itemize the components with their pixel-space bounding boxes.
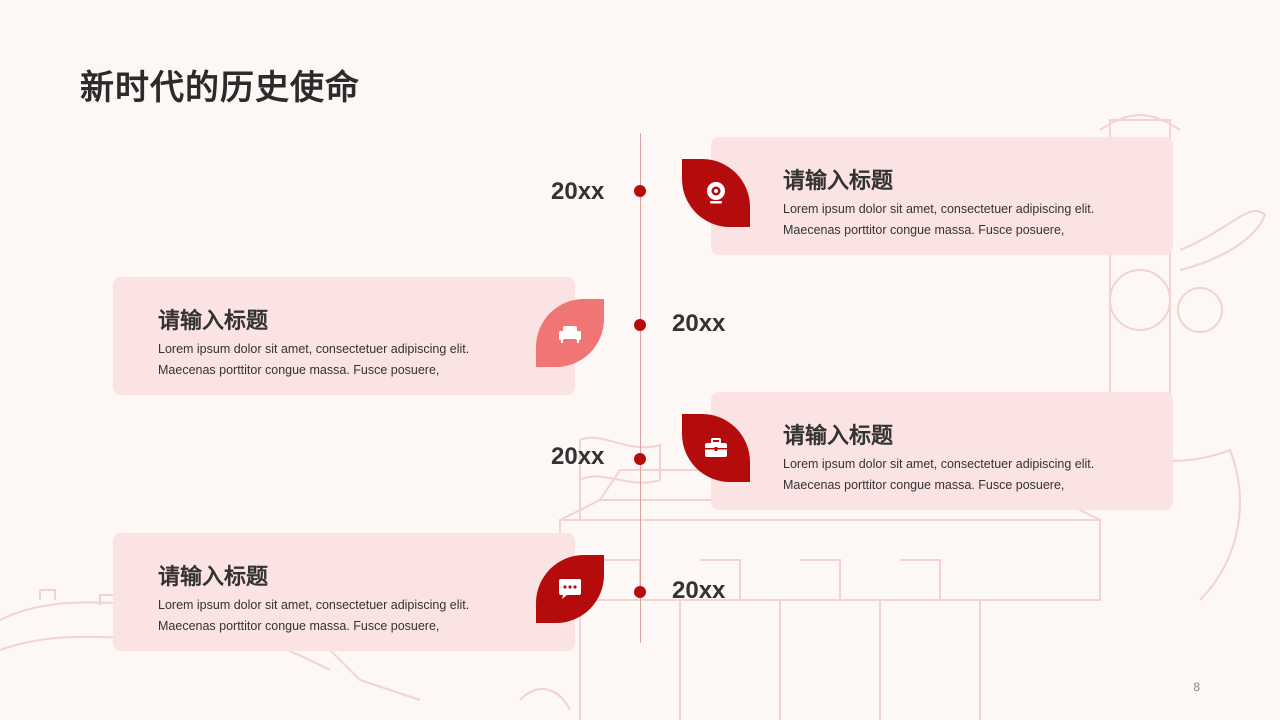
card-desc-line: Lorem ipsum dolor sit amet, consectetuer… — [158, 598, 470, 612]
timeline-card — [113, 533, 575, 651]
card-desc-line: Maecenas porttitor congue massa. Fusce p… — [158, 619, 440, 633]
timeline-dot — [634, 453, 646, 465]
card-title: 请输入标题 — [158, 309, 269, 334]
card-desc-line: Maecenas porttitor congue massa. Fusce p… — [158, 363, 440, 377]
timeline-card — [113, 277, 575, 395]
card-description: Lorem ipsum dolor sit amet, consectetuer… — [783, 199, 1143, 241]
timeline-card — [711, 137, 1173, 255]
timeline-year: 20xx — [551, 178, 605, 205]
briefcase-icon — [705, 438, 727, 457]
card-desc-line: Lorem ipsum dolor sit amet, consectetuer… — [158, 342, 470, 356]
timeline-year: 20xx — [672, 577, 726, 604]
timeline-dot — [634, 185, 646, 197]
timeline-dot — [634, 319, 646, 331]
card-title: 请输入标题 — [158, 565, 269, 590]
sofa-icon — [559, 326, 581, 343]
card-desc-line: Maecenas porttitor congue massa. Fusce p… — [783, 478, 1065, 492]
card-title: 请输入标题 — [783, 424, 894, 449]
card-title: 请输入标题 — [783, 169, 894, 194]
card-description: Lorem ipsum dolor sit amet, consectetuer… — [158, 595, 518, 637]
timeline-card — [711, 392, 1173, 510]
timeline-line — [640, 133, 641, 643]
chat-bubble-icon — [559, 579, 581, 599]
card-description: Lorem ipsum dolor sit amet, consectetuer… — [158, 339, 518, 381]
page-number: 8 — [1193, 680, 1200, 694]
card-desc-line: Maecenas porttitor congue massa. Fusce p… — [783, 223, 1065, 237]
card-description: Lorem ipsum dolor sit amet, consectetuer… — [783, 454, 1143, 496]
webcam-icon — [707, 182, 725, 204]
slide-title: 新时代的历史使命 — [80, 68, 360, 108]
card-desc-line: Lorem ipsum dolor sit amet, consectetuer… — [783, 457, 1095, 471]
card-desc-line: Lorem ipsum dolor sit amet, consectetuer… — [783, 202, 1095, 216]
timeline-year: 20xx — [672, 310, 726, 337]
timeline-dot — [634, 586, 646, 598]
timeline-year: 20xx — [551, 443, 605, 470]
